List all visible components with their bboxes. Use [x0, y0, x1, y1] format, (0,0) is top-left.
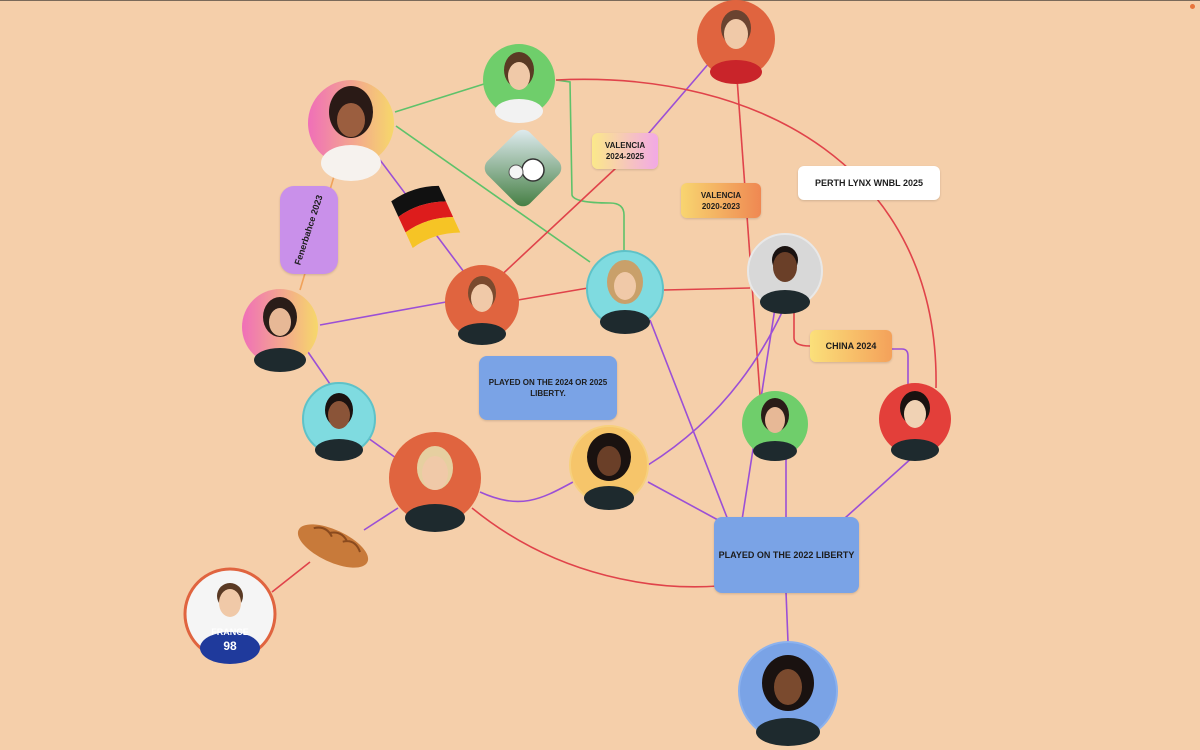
edge: [663, 287, 751, 291]
edge: [647, 481, 719, 521]
edge: [363, 507, 399, 531]
fenerbahce-label[interactable]: Fenerbahce 2023: [280, 186, 338, 274]
status-dot: [1190, 4, 1195, 9]
edge: [892, 348, 909, 386]
edge: [649, 319, 729, 521]
player-node[interactable]: [302, 382, 376, 461]
edge: [844, 455, 915, 519]
edge: [555, 78, 937, 389]
soccer-ball-mascot-icon: [484, 129, 562, 207]
player-node[interactable]: [569, 425, 649, 510]
germany-flag-icon: [391, 185, 461, 248]
edge: [319, 301, 447, 326]
player-node[interactable]: [879, 383, 951, 461]
edge: [793, 306, 811, 347]
player-node[interactable]: [742, 391, 808, 461]
player-node[interactable]: [183, 567, 277, 664]
player-node[interactable]: [445, 265, 519, 345]
perth-lynx-label[interactable]: PERTH LYNX WNBL 2025: [798, 166, 940, 200]
edge: [367, 437, 397, 459]
player-node[interactable]: [483, 44, 555, 123]
edge: [479, 481, 574, 503]
edge: [785, 591, 789, 643]
player-node[interactable]: [747, 233, 823, 314]
jersey-team-text: FRANCE: [211, 627, 249, 637]
liberty-2022-label[interactable]: PLAYED ON THE 2022 LIBERTY: [714, 517, 859, 593]
valencia-2020-label[interactable]: VALENCIA 2020-2023: [681, 183, 761, 218]
edge: [517, 287, 589, 301]
fenerbahce-label-text: Fenerbahce 2023: [292, 193, 326, 267]
edge: [647, 307, 785, 466]
china-label[interactable]: CHINA 2024: [810, 330, 892, 362]
edge: [493, 167, 617, 283]
edge: [736, 77, 761, 396]
edge: [271, 561, 311, 593]
player-node[interactable]: [389, 432, 481, 532]
edge: [471, 507, 719, 588]
croissant-icon: [297, 524, 369, 568]
window-top-border: [0, 0, 1200, 1]
edge: [555, 79, 625, 252]
edge: [395, 125, 591, 263]
player-node[interactable]: [586, 250, 664, 334]
player-node[interactable]: [308, 80, 394, 181]
edge: [394, 83, 485, 113]
edge: [307, 351, 331, 385]
valencia-2024-label[interactable]: VALENCIA 2024-2025: [592, 133, 658, 169]
jersey-number-text: 98: [223, 639, 237, 653]
player-node[interactable]: [697, 0, 775, 84]
liberty-2024-2025-label[interactable]: PLAYED ON THE 2024 OR 2025 LIBERTY.: [479, 356, 617, 420]
player-node[interactable]: [242, 289, 318, 372]
player-node[interactable]: [738, 641, 838, 746]
